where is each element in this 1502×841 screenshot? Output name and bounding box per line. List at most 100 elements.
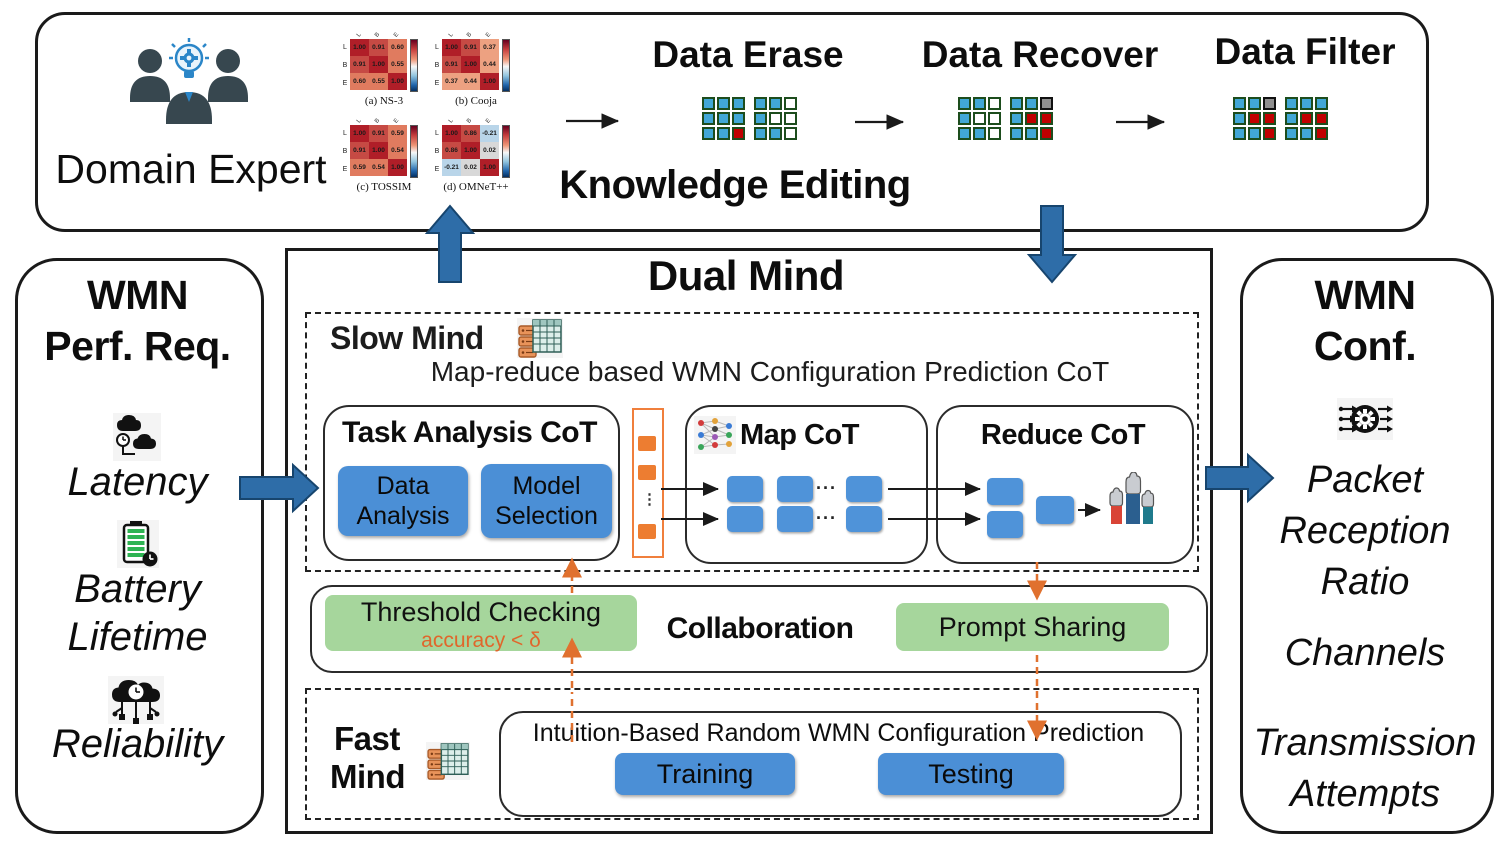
heatmap-value-cell: 0.59 [350,159,369,176]
left-panel-title-line1: WMN [87,272,188,318]
wmn-conf-panel [1240,258,1494,834]
slow-mind-label: Slow Mind [330,320,484,356]
data-grid-cell [1233,97,1246,110]
intuition-box-title: Intuition-Based Random WMN Configuration… [532,719,1145,747]
data-grid-cell [702,127,715,140]
heatmap-value-cell: 1.00 [480,73,499,90]
heatmap-value-cell: 1.00 [442,39,461,56]
map-block [727,476,763,502]
queue-ellipsis: ⋮ [642,491,657,508]
stage-label-data-recover: Data Recover [921,34,1159,75]
heatmap-value-cell: -0.21 [442,159,461,176]
slow-mind-subtitle: Map-reduce based WMN Configuration Predi… [430,356,1110,387]
reduce-block [987,478,1023,505]
heatmap-value-cell: 0.91 [350,56,369,73]
threshold-condition: accuracy < δ [421,629,541,652]
data-grid-cell [958,112,971,125]
data-grid-cell [1285,97,1298,110]
dual-mind-title: Dual Mind [647,252,845,299]
data-grid-cell [1315,127,1328,140]
data-grid-cell [1300,112,1313,125]
stage-label-data-filter: Data Filter [1214,31,1396,72]
task-item-square [638,524,656,539]
heatmap-value-cell: 0.91 [461,39,480,56]
heatmap-value-cell: 0.02 [480,142,499,159]
collaboration-title: Collaboration [666,612,854,645]
heatmap-value-cell: 1.00 [350,125,369,142]
right-panel-title-line2: Conf. [1313,323,1417,369]
heatmap-value-cell: 0.91 [442,56,461,73]
data-grid-cell [769,97,782,110]
data-grid-cell [1040,112,1053,125]
data-grid-cell [1025,112,1038,125]
map-block [727,506,763,532]
data-grid-cell [1248,127,1261,140]
data-grid-cell [988,112,1001,125]
data-grid [1233,97,1276,140]
battery-lifetime-label: Battery Lifetime [67,567,208,659]
training-button: Training [615,753,795,795]
data-grid-cell [1285,112,1298,125]
reliability-network-icon [108,676,164,724]
heatmap-value-cell: 0.91 [350,142,369,159]
data-grid-cell [1010,97,1023,110]
fast-mind-label-line1: Fast [334,720,400,757]
data-grid [754,97,797,140]
raised-hands-icon [1109,472,1155,524]
map-row-ellipsis: ··· [816,508,837,528]
heatmap-value-cell: 0.55 [369,73,388,90]
data-grid-cell [769,127,782,140]
config-gear-flow-icon [1337,398,1393,440]
heatmap-value-cell: 0.54 [388,142,407,159]
data-grid [1285,97,1328,140]
data-grid-cell [1315,97,1328,110]
data-grid-cell [732,127,745,140]
data-grid-cell [988,127,1001,140]
data-grid-cell [973,127,986,140]
left-panel-title-line2: Perf. Req. [44,323,231,369]
data-grid-cell [784,112,797,125]
map-block [846,476,882,502]
heatmap-colorbar [502,125,510,178]
data-grid-cell [1315,112,1328,125]
domain-expert-label: Domain Expert [55,146,327,192]
reliability-label: Reliability [51,722,224,766]
data-grid-cell [754,97,767,110]
data-filter-grids [1233,97,1328,140]
map-block [777,476,813,502]
heatmap-value-cell: 1.00 [388,159,407,176]
data-grid-cell [1040,97,1053,110]
data-grid-cell [958,97,971,110]
data-erase-grids [702,97,797,140]
data-grid-cell [973,112,986,125]
knowledge-editing-label: Knowledge Editing [559,163,911,207]
channels-label: Channels [1284,632,1446,674]
prompt-sharing-chip: Prompt Sharing [896,603,1169,651]
right-panel-title-line1: WMN [1314,272,1416,318]
packet-reception-ratio-label: Packet Reception Ratio [1279,459,1451,603]
intuition-box [499,711,1182,817]
battery-lifetime-icon [117,520,159,568]
heatmap-caption: (b) Cooja [455,95,497,107]
data-grid-cell [1010,112,1023,125]
threshold-checking-label: Threshold Checking [360,597,602,627]
heatmap-caption: (a) NS-3 [364,95,404,107]
data-grid-cell [1248,97,1261,110]
data-grid-cell [1263,127,1276,140]
data-grid-cell [769,112,782,125]
map-row-ellipsis: ··· [816,478,837,498]
data-analysis-chip: Data Analysis [338,466,468,536]
heatmap-value-cell: 1.00 [369,56,388,73]
data-grid [1010,97,1053,140]
heatmap-value-cell: 0.59 [388,125,407,142]
data-recover-grids [958,97,1053,140]
data-grid-cell [1233,112,1246,125]
